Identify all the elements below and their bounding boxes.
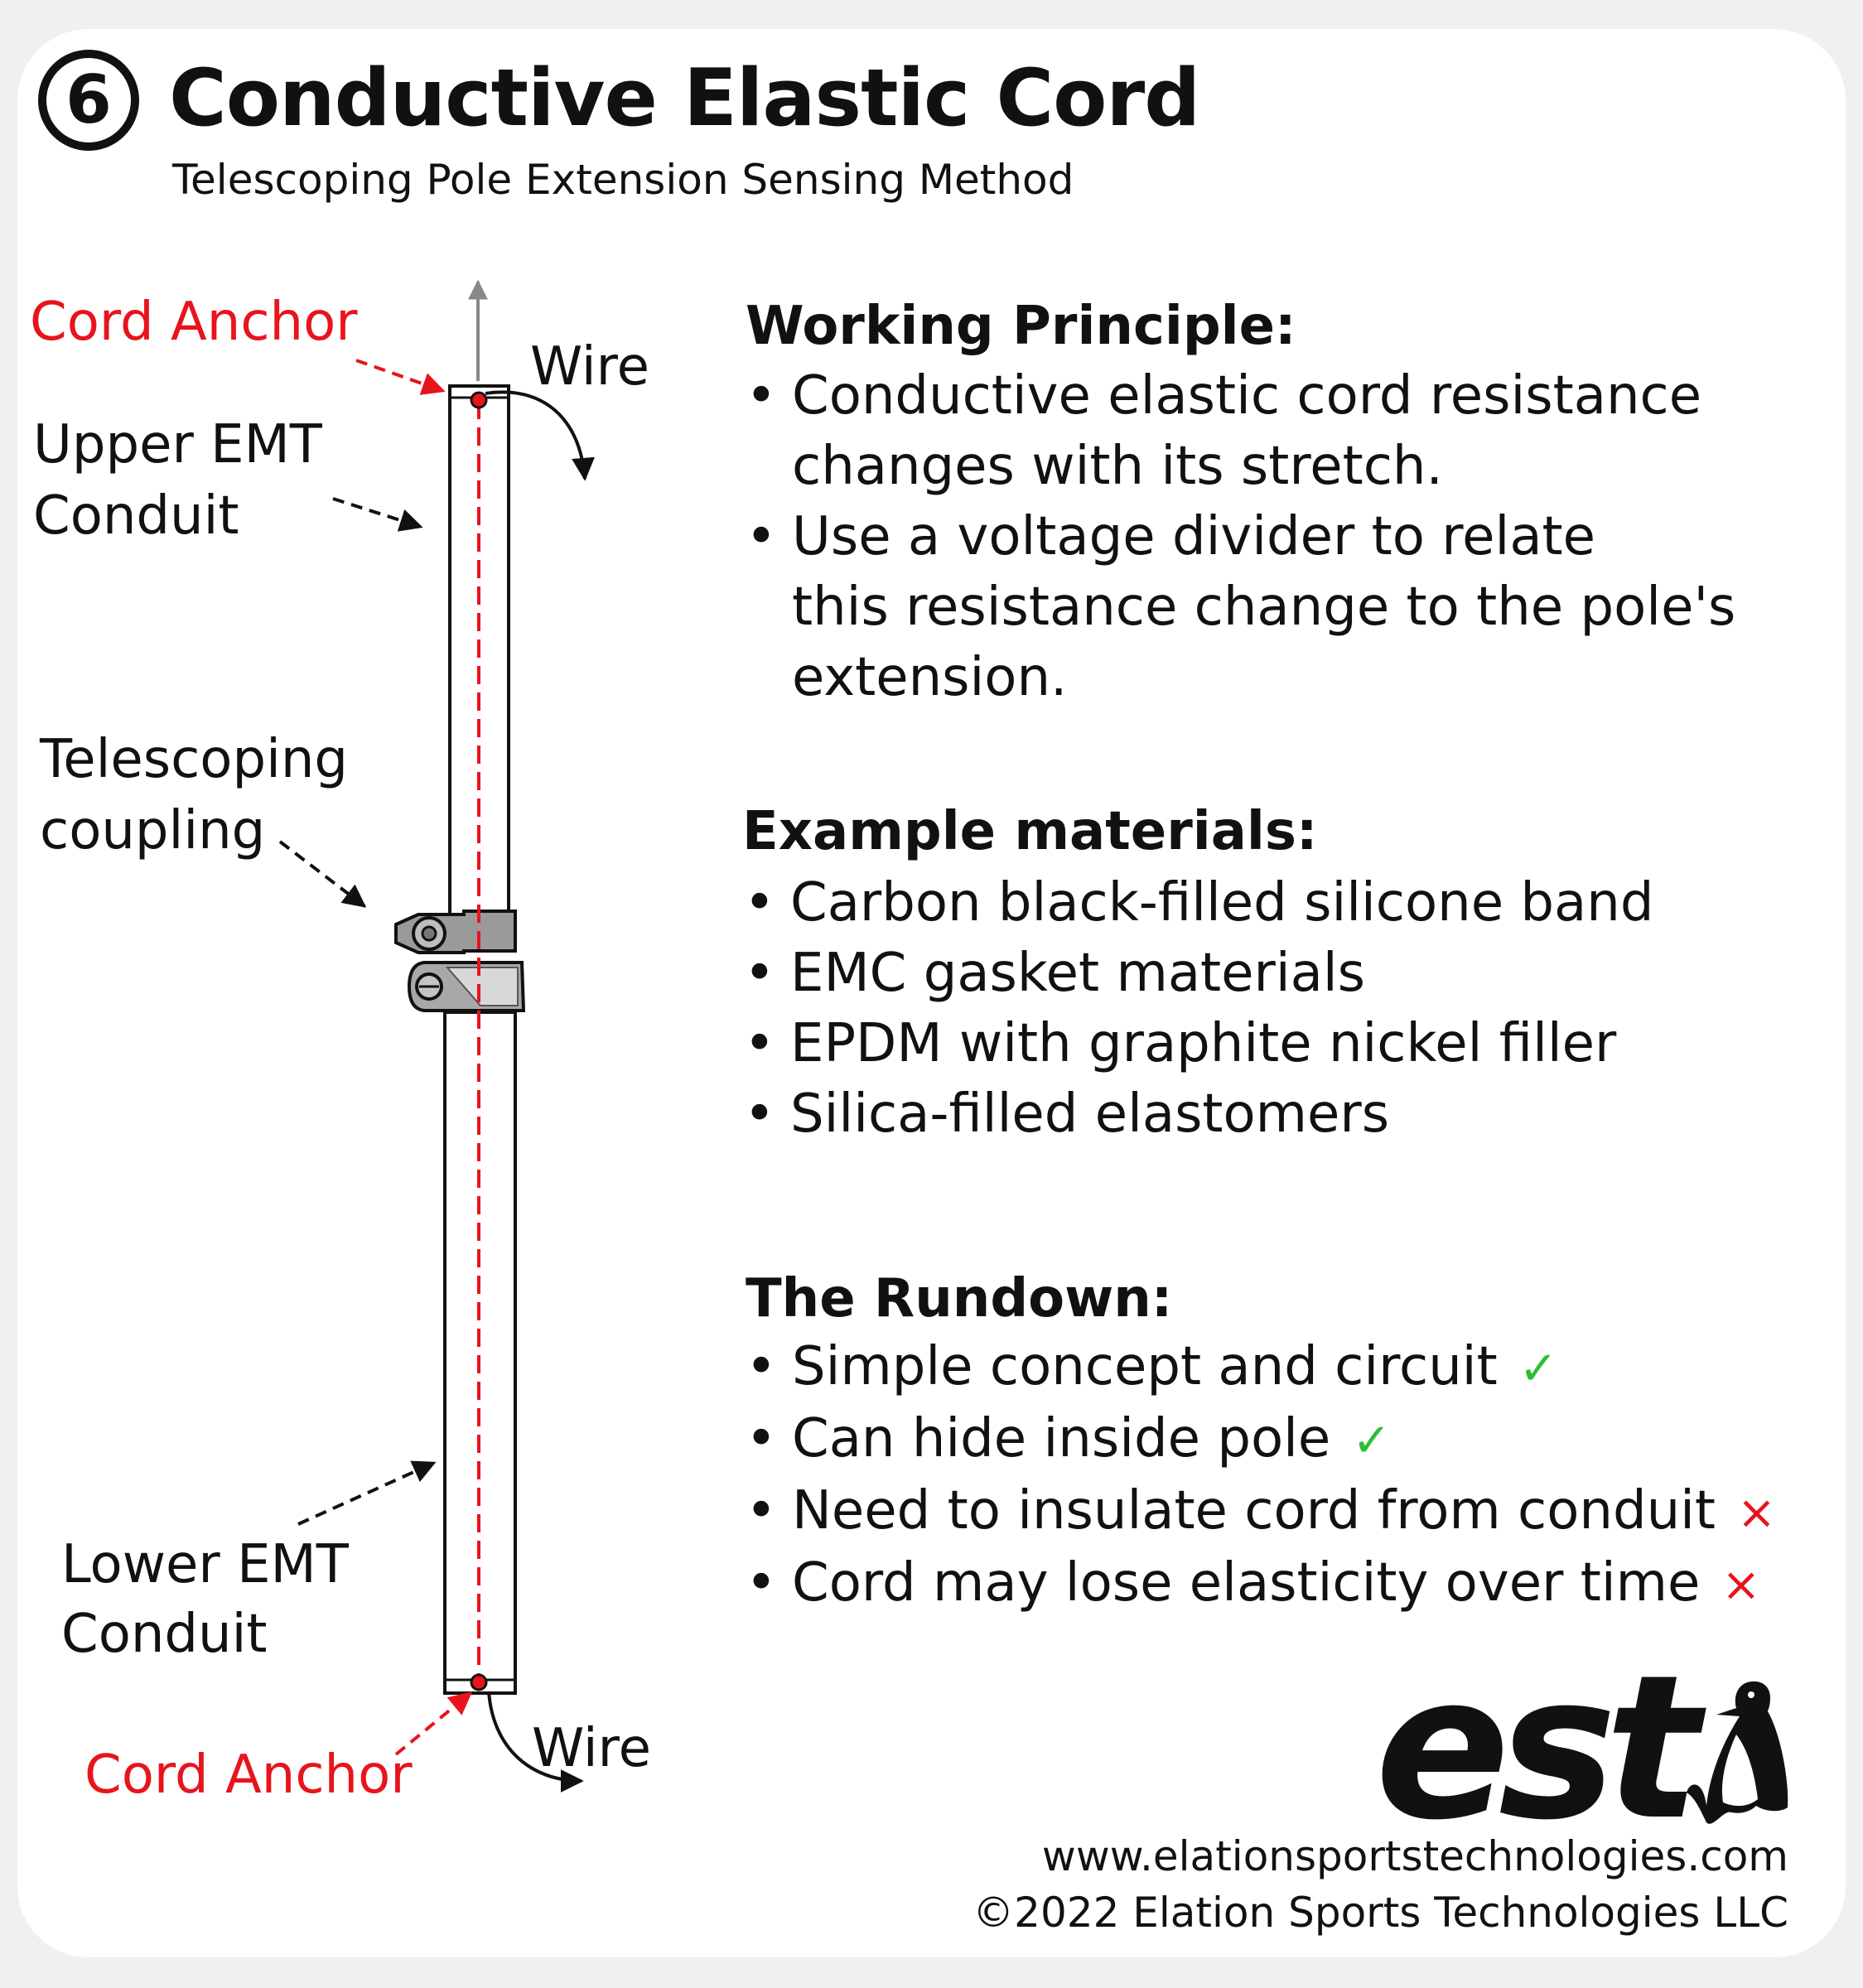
lower-conduit xyxy=(443,1011,517,1695)
cross-icon: × xyxy=(1721,1558,1761,1612)
list-item: Cord may lose elasticity over time× xyxy=(746,1548,1776,1620)
list-item: Carbon black-filled silicone band xyxy=(744,868,1653,939)
check-icon: ✓ xyxy=(1352,1414,1392,1468)
wire-bottom-curve xyxy=(487,1691,584,1793)
penguin-icon xyxy=(1687,1681,1788,1824)
coupling-label-line2: coupling xyxy=(40,800,266,861)
page-subtitle: Telescoping Pole Extension Sensing Metho… xyxy=(172,156,1074,204)
cord-anchor-bottom-dot xyxy=(470,1673,488,1691)
materials-list: Carbon black-filled silicone band EMC ga… xyxy=(744,868,1653,1150)
upper-conduit-label-line2: Conduit xyxy=(33,485,239,547)
list-item: EPDM with graphite nickel filler xyxy=(744,1009,1653,1079)
website-link[interactable]: www.elationsportstechnologies.com xyxy=(1041,1832,1788,1880)
step-number: 6 xyxy=(65,61,112,138)
list-item: Conductive elastic cord resistance chang… xyxy=(746,361,1735,502)
page-title: Conductive Elastic Cord xyxy=(169,53,1200,144)
lower-conduit-label-line2: Conduit xyxy=(61,1604,268,1665)
step-number-badge: 6 xyxy=(38,50,139,151)
lower-conduit-label-line1: Lower EMT xyxy=(61,1534,349,1595)
coupling-label-line1: Telescoping xyxy=(40,729,349,790)
cord-anchor-top-label: Cord Anchor xyxy=(30,292,358,353)
wire-top-curve xyxy=(485,390,596,481)
coupling-pointer xyxy=(278,840,367,908)
list-item: Use a voltage divider to relate this res… xyxy=(746,502,1735,713)
upper-conduit-pointer xyxy=(332,497,423,532)
list-item: Silica-filled elastomers xyxy=(744,1079,1653,1150)
cord-anchor-bottom-label: Cord Anchor xyxy=(84,1744,413,1806)
list-item: EMC gasket materials xyxy=(744,939,1653,1009)
telescoping-coupling xyxy=(394,910,526,1012)
rundown-list: Simple concept and circuit✓ Can hide ins… xyxy=(746,1332,1776,1620)
wire-top-label: Wire xyxy=(530,336,649,398)
cord-anchor-top-pointer xyxy=(355,359,446,395)
check-icon: ✓ xyxy=(1518,1342,1558,1396)
cross-icon: × xyxy=(1737,1486,1776,1540)
brand-logo: est xyxy=(1375,1632,1700,1864)
lower-conduit-pointer xyxy=(297,1460,437,1526)
upper-conduit-label-line1: Upper EMT xyxy=(33,414,322,475)
list-item: Need to insulate cord from conduit× xyxy=(746,1476,1776,1548)
working-principle-list: Conductive elastic cord resistance chang… xyxy=(746,361,1735,713)
wire-bottom-label: Wire xyxy=(532,1718,651,1779)
cord-anchor-top-dot xyxy=(470,391,488,409)
copyright: ©2022 Elation Sports Technologies LLC xyxy=(973,1889,1788,1937)
working-principle-heading: Working Principle: xyxy=(746,296,1296,357)
cord-anchor-bottom-pointer xyxy=(394,1691,473,1756)
materials-heading: Example materials: xyxy=(742,801,1318,862)
list-item: Can hide inside pole✓ xyxy=(746,1404,1776,1476)
list-item: Simple concept and circuit✓ xyxy=(746,1332,1776,1404)
rundown-heading: The Rundown: xyxy=(746,1268,1173,1329)
